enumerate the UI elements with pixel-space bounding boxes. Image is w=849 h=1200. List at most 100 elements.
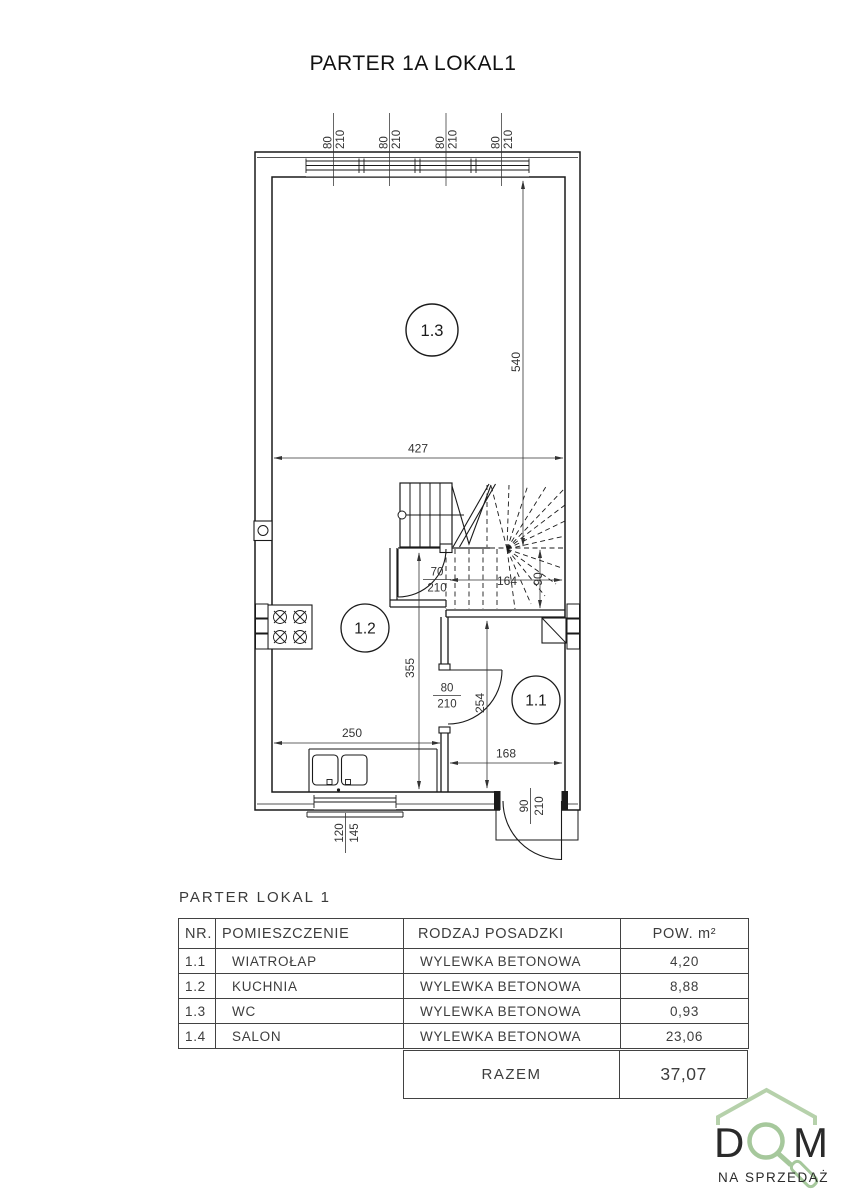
entry-step — [495, 810, 579, 841]
shaft-box-diagonal — [541, 617, 567, 644]
col-header-area: POW. m² — [620, 918, 749, 949]
window-dim-label: 210 — [503, 130, 515, 149]
cell-area: 0,93 — [620, 998, 749, 1024]
top-window-labels: 80 210 80 210 80 210 80 210 — [323, 130, 516, 149]
sink-bowl — [311, 754, 339, 786]
window-dim-label: 80 — [323, 136, 335, 149]
dimensions — [273, 180, 564, 790]
table-row: 1.3 WC WYLEWKA BETONOWA 0,93 — [178, 998, 749, 1024]
cell-room: KUCHNIA — [215, 973, 404, 999]
magnifier-icon — [747, 1122, 785, 1160]
cell-floor: WYLEWKA BETONOWA — [403, 948, 621, 974]
dim-164-label: 164 — [497, 574, 517, 588]
dimension-labels: 540 427 355 250 254 168 164 90 — [342, 352, 545, 761]
cell-room: SALON — [215, 1023, 404, 1049]
bottom-window-label: 120 145 — [334, 813, 361, 853]
cell-floor: WYLEWKA BETONOWA — [403, 998, 621, 1024]
magnifier-handle — [789, 1159, 819, 1189]
total-box: RAZEM 37,07 — [403, 1050, 748, 1099]
sink-tap — [326, 779, 333, 785]
room-number-hall: 1.1 — [525, 693, 547, 710]
door-width-label: 90 — [519, 800, 531, 813]
room-number-kitchen: 1.2 — [354, 621, 376, 638]
meter-box-right — [566, 603, 580, 650]
total-value: 37,07 — [619, 1051, 747, 1098]
window-dim-label: 210 — [448, 130, 460, 149]
door-height-label: 210 — [427, 583, 446, 595]
door-width-label: 70 — [431, 567, 444, 579]
entry-door-jamb — [494, 791, 501, 810]
window-dim-label: 210 — [391, 130, 403, 149]
col-header-nr: NR. — [178, 918, 216, 949]
sink-tap — [345, 779, 351, 785]
window-height-label: 145 — [349, 823, 361, 842]
stove — [267, 604, 313, 650]
logo-subtitle-na: NA — [718, 1170, 740, 1185]
magnifier-neck — [775, 1150, 793, 1167]
door-height-label: 210 — [534, 796, 546, 815]
area-table: NR. POMIESZCZENIE RODZAJ POSADZKI POW. m… — [178, 918, 749, 1049]
cell-room: WC — [215, 998, 404, 1024]
bottom-window — [306, 794, 404, 818]
cell-nr: 1.2 — [178, 973, 216, 999]
cell-area: 23,06 — [620, 1023, 749, 1049]
col-header-floor: RODZAJ POSADZKI — [403, 918, 621, 949]
logo-letter-d: D — [714, 1119, 744, 1166]
room-number-salon: 1.3 — [421, 322, 444, 340]
kitchen-door-jamb — [438, 726, 451, 734]
top-windows — [305, 113, 530, 186]
cell-nr: 1.3 — [178, 998, 216, 1024]
logo: D M NA SPRZEDAŻ — [714, 1087, 829, 1189]
wc-door-label: 70 210 — [423, 567, 451, 595]
door-width-label: 80 — [441, 683, 454, 695]
meter-box-left — [255, 603, 269, 650]
wc-partition — [389, 543, 453, 608]
cell-area: 4,20 — [620, 948, 749, 974]
dim-254-label: 254 — [473, 693, 487, 713]
total-label: RAZEM — [481, 1066, 542, 1083]
window-dim-label: 80 — [491, 136, 503, 149]
col-header-room: POMIESZCZENIE — [215, 918, 404, 949]
dim-540-label: 540 — [509, 352, 523, 372]
window-dim-label: 210 — [335, 130, 347, 149]
table-header-row: NR. POMIESZCZENIE RODZAJ POSADZKI POW. m… — [178, 918, 749, 949]
sink-bowl — [340, 754, 368, 786]
window-dim-label: 80 — [379, 136, 391, 149]
logo-subtitle-sprzedaz: SPRZEDAŻ — [745, 1170, 829, 1185]
room-circle-salon — [405, 303, 459, 357]
room-circle-hall — [511, 675, 561, 725]
dim-90-label: 90 — [531, 572, 545, 586]
window-width-label: 120 — [334, 823, 346, 842]
dim-427-label: 427 — [408, 442, 428, 456]
entry-door-swing — [502, 800, 562, 861]
cell-nr: 1.1 — [178, 948, 216, 974]
room-labels: 1.3 1.2 1.1 — [340, 303, 561, 725]
logo-roof-icon — [716, 1087, 817, 1125]
table-row: 1.4 SALON WYLEWKA BETONOWA 23,06 — [178, 1023, 749, 1049]
cell-floor: WYLEWKA BETONOWA — [403, 973, 621, 999]
entry-door-label: 90 210 — [519, 788, 546, 824]
cell-floor: WYLEWKA BETONOWA — [403, 1023, 621, 1049]
entry-door-jamb — [561, 791, 568, 810]
dim-168-label: 168 — [496, 747, 516, 761]
wc-door-swing — [397, 548, 447, 598]
sink-counter — [308, 748, 438, 792]
kitchen-door-label: 80 210 — [433, 683, 461, 711]
floor-plan: 80 210 80 210 80 210 80 210 — [253, 113, 581, 861]
table-row: 1.1 WIATROŁAP WYLEWKA BETONOWA 4,20 — [178, 948, 749, 974]
window-dim-label: 80 — [435, 136, 447, 149]
table-heading: PARTER LOKAL 1 — [179, 889, 331, 906]
page-title: PARTER 1A LOKAL1 — [309, 52, 517, 75]
cell-room: WIATROŁAP — [215, 948, 404, 974]
entry-door — [494, 791, 579, 861]
dim-355-label: 355 — [403, 658, 417, 678]
cell-area: 8,88 — [620, 973, 749, 999]
cell-nr: 1.4 — [178, 1023, 216, 1049]
door-height-label: 210 — [437, 699, 456, 711]
wall-box — [253, 520, 273, 542]
logo-letter-m: M — [793, 1119, 828, 1166]
table-row: 1.2 KUCHNIA WYLEWKA BETONOWA 8,88 — [178, 973, 749, 999]
room-circle-kitchen — [340, 603, 390, 653]
dim-250-label: 250 — [342, 726, 362, 740]
